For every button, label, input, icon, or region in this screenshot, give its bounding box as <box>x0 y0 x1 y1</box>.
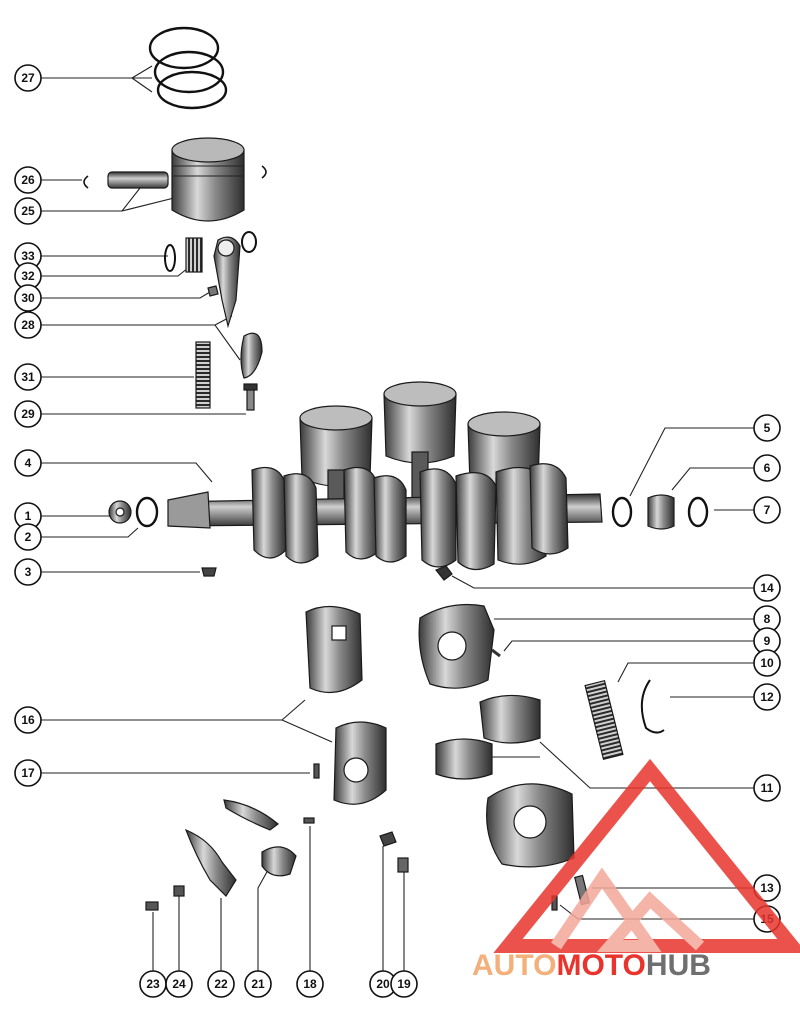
callout-26: 26 <box>14 166 42 194</box>
callout-label: 17 <box>21 766 35 780</box>
callout-22: 22 <box>207 970 235 998</box>
callout-label: 12 <box>760 690 774 704</box>
callout-32: 32 <box>14 262 42 290</box>
callout-18: 18 <box>296 970 324 998</box>
callout-5: 5 <box>753 414 781 442</box>
callout-label: 2 <box>25 530 32 544</box>
svg-text:AUTOMOTOHUB: AUTOMOTOHUB <box>472 949 711 982</box>
callout-27: 27 <box>14 64 42 92</box>
callout-label: 31 <box>21 370 35 384</box>
callout-30: 30 <box>14 284 42 312</box>
callout-label: 6 <box>764 461 771 475</box>
callout-label: 29 <box>21 407 35 421</box>
callout-25: 25 <box>14 197 42 225</box>
piston-rings <box>148 26 228 110</box>
callout-19: 19 <box>390 970 418 998</box>
callout-label: 13 <box>760 881 774 895</box>
callout-label: 22 <box>214 977 228 991</box>
callout-31: 31 <box>14 363 42 391</box>
callout-24: 24 <box>165 970 193 998</box>
callout-label: 14 <box>760 581 774 595</box>
callout-label: 10 <box>760 656 774 670</box>
callout-label: 3 <box>25 565 32 579</box>
callout-11: 11 <box>753 774 781 802</box>
callout-14: 14 <box>753 574 781 602</box>
callout-label: 24 <box>172 977 186 991</box>
callout-10: 10 <box>753 649 781 677</box>
callout-label: 8 <box>764 612 771 626</box>
callout-28: 28 <box>14 311 42 339</box>
callout-label: 33 <box>21 249 35 263</box>
callout-label: 21 <box>251 977 265 991</box>
rear-bearing-rollers <box>584 679 665 761</box>
watermark-inner-triangle-icon <box>551 867 705 952</box>
watermark-text-auto: AUTO <box>472 949 556 982</box>
watermark-text-moto: MOTO <box>556 949 645 982</box>
callout-4: 4 <box>14 449 42 477</box>
center-main-bearing <box>418 603 501 689</box>
watermark-text-hub: HUB <box>646 949 711 982</box>
watermark-logo <box>493 758 800 953</box>
callout-label: 28 <box>21 318 35 332</box>
piston-assembly <box>83 137 267 222</box>
callout-17: 17 <box>14 759 42 787</box>
callout-29: 29 <box>14 400 42 428</box>
callout-label: 20 <box>376 977 390 991</box>
callout-label: 19 <box>397 977 411 991</box>
callout-label: 30 <box>21 291 35 305</box>
rear-main-bearing <box>435 694 590 911</box>
callout-label: 5 <box>764 421 771 435</box>
callout-label: 23 <box>146 977 160 991</box>
front-end-parts <box>108 496 217 577</box>
callout-label: 7 <box>764 503 771 517</box>
callout-6: 6 <box>753 454 781 482</box>
crankshaft-assembly <box>167 381 603 571</box>
callout-13: 13 <box>753 874 781 902</box>
callout-16: 16 <box>14 706 42 734</box>
callout-23: 23 <box>139 970 167 998</box>
callout-label: 32 <box>21 269 35 283</box>
small-hardware <box>145 799 409 911</box>
callout-label: 1 <box>25 509 32 523</box>
upper-main-bearing <box>305 605 387 805</box>
callout-20: 20 <box>369 970 397 998</box>
callout-label: 9 <box>764 634 771 648</box>
callout-label: 4 <box>25 456 32 470</box>
leader-lines <box>41 65 756 971</box>
callout-21: 21 <box>244 970 272 998</box>
rear-end-parts <box>435 494 709 581</box>
callout-label: 16 <box>21 713 35 727</box>
callout-label: 27 <box>21 71 35 85</box>
callout-3: 3 <box>14 558 42 586</box>
watermark-text: AUTOMOTOHUB <box>472 949 711 982</box>
connecting-rod <box>164 231 263 379</box>
callout-label: 18 <box>303 977 317 991</box>
needle-bearing-and-bolt <box>195 341 258 411</box>
callout-12: 12 <box>753 683 781 711</box>
callout-7: 7 <box>753 496 781 524</box>
callout-label: 25 <box>21 204 35 218</box>
callout-label: 26 <box>21 173 35 187</box>
callout-label: 11 <box>761 781 774 795</box>
callout-2: 2 <box>14 523 42 551</box>
